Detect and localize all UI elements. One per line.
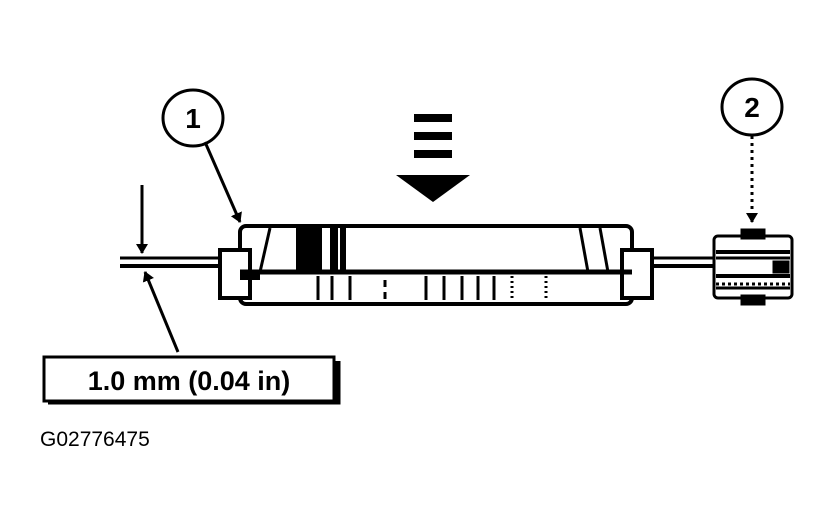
gauge-tool	[712, 228, 794, 306]
plate-stack	[316, 276, 548, 300]
force-arrow	[396, 114, 470, 202]
callout-2-number: 2	[744, 92, 760, 123]
assembly-body	[218, 224, 654, 306]
dimension-label-box: 1.0 mm (0.04 in)	[42, 355, 341, 405]
dimension-label: 1.0 mm (0.04 in)	[88, 366, 291, 396]
body-band	[240, 228, 346, 280]
callout-1-number: 1	[185, 103, 201, 134]
figure-id: G02776475	[40, 428, 150, 451]
callout-1: 1	[161, 88, 242, 223]
callout-2: 2	[720, 77, 784, 223]
dimension-arrows	[136, 185, 180, 353]
